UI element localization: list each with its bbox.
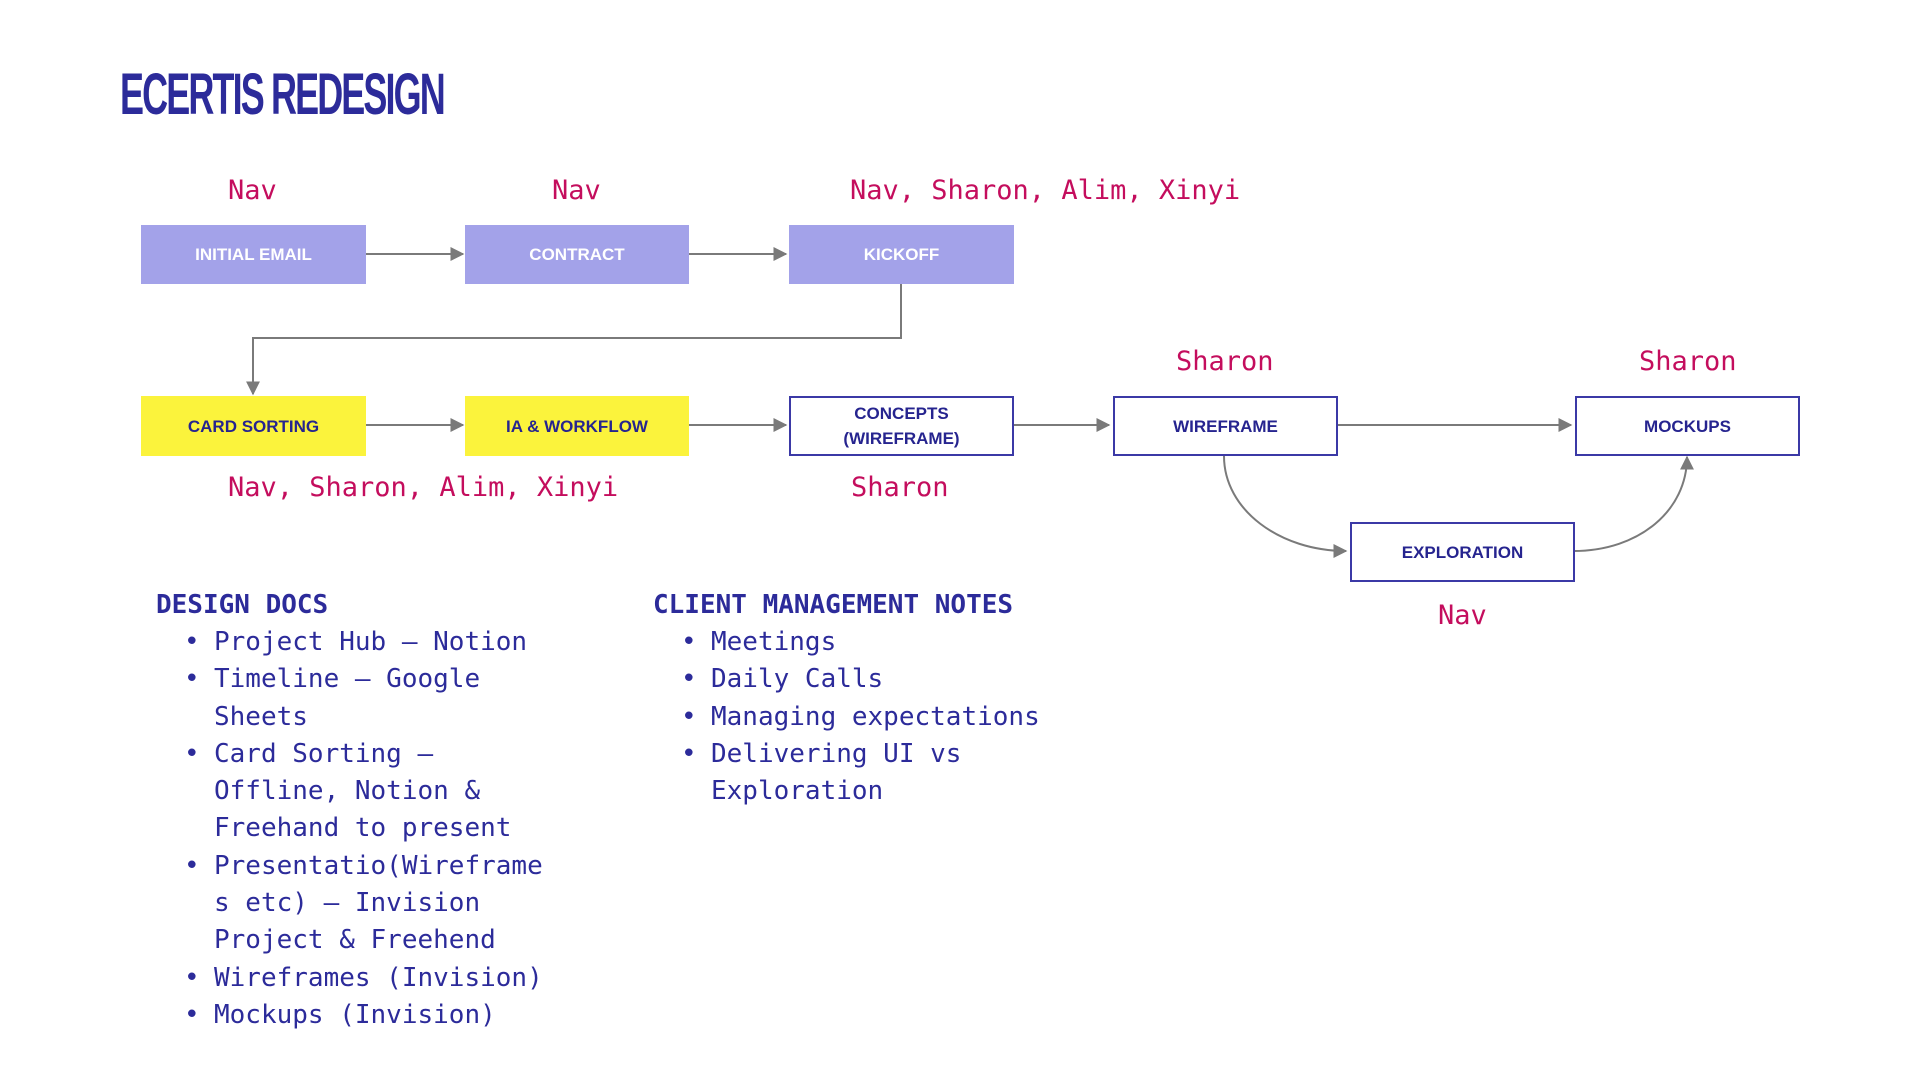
exploration-assignees: Nav (1438, 600, 1487, 631)
list-item: Meetings (681, 624, 1153, 662)
arrow-wireframe-to-exploration (1223, 455, 1348, 558)
step-initial-email: INITIAL EMAIL (141, 225, 366, 284)
step-ia-workflow: IA & WORKFLOW (465, 396, 689, 456)
page-title: ECERTIS REDESIGN (120, 62, 446, 127)
list-item: Mockups (Invision) (184, 997, 596, 1035)
mockups-assignees: Sharon (1639, 346, 1737, 377)
client-notes-list: Meetings Daily Calls Managing expectatio… (653, 624, 1153, 810)
list-item: Delivering UI vs Exploration (681, 736, 1153, 811)
step-concepts-wireframe: CONCEPTS (WIREFRAME) (789, 396, 1014, 456)
client-notes-heading: CLIENT MANAGEMENT NOTES (653, 590, 1014, 620)
initial-email-assignees: Nav (228, 175, 277, 206)
arrow-kickoff-to-card-sorting (246, 284, 902, 396)
design-docs-heading: DESIGN DOCS (156, 590, 329, 620)
wireframe-assignees: Sharon (1176, 346, 1274, 377)
step-kickoff: KICKOFF (789, 225, 1014, 284)
list-item: Managing expectations (681, 699, 1153, 737)
list-item: Card Sorting – Offline, Notion & Freehan… (184, 736, 596, 848)
list-item: Daily Calls (681, 661, 1153, 699)
list-item: Wireframes (Invision) (184, 960, 596, 998)
step-card-sorting: CARD SORTING (141, 396, 366, 456)
list-item: Presentatio(Wireframe s etc) – Invision … (184, 848, 596, 960)
concepts-assignees: Sharon (851, 472, 949, 503)
list-item: Project Hub – Notion (184, 624, 596, 662)
design-docs-section: DESIGN DOCS Project Hub – Notion Timelin… (156, 588, 596, 1035)
design-docs-list: Project Hub – Notion Timeline – Google S… (156, 624, 596, 1035)
kickoff-assignees: Nav, Sharon, Alim, Xinyi (850, 175, 1241, 206)
client-notes-section: CLIENT MANAGEMENT NOTES Meetings Daily C… (653, 588, 1153, 810)
card-ia-assignees: Nav, Sharon, Alim, Xinyi (228, 472, 619, 503)
list-item: Timeline – Google Sheets (184, 661, 596, 736)
arrow-exploration-to-mockups (1572, 455, 1694, 552)
step-contract: CONTRACT (465, 225, 689, 284)
step-mockups: MOCKUPS (1575, 396, 1800, 456)
step-exploration: EXPLORATION (1350, 522, 1575, 582)
step-wireframe: WIREFRAME (1113, 396, 1338, 456)
contract-assignees: Nav (552, 175, 601, 206)
